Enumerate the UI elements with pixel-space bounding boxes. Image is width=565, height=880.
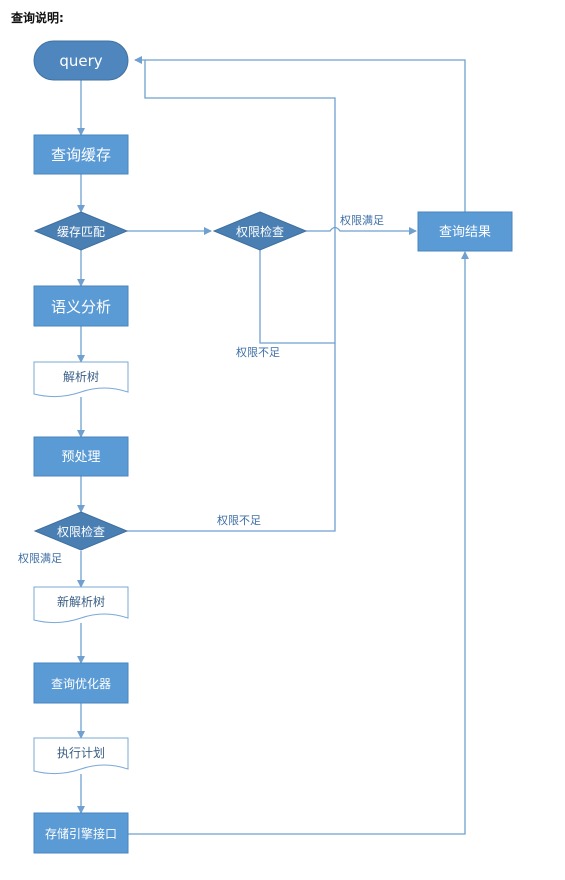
perm-check-2-diamond xyxy=(33,511,129,551)
page-title: 查询说明: xyxy=(11,11,64,25)
edge-result-to-query xyxy=(134,56,466,212)
preprocess-box xyxy=(33,436,129,477)
cache-lookup-label: 查询缓存 xyxy=(51,146,111,164)
query-terminal xyxy=(33,40,129,81)
query-label: query xyxy=(59,52,102,70)
optimizer-label: 查询优化器 xyxy=(51,677,111,691)
storage-api-label: 存储引擎接口 xyxy=(45,826,117,841)
new-parse-tree-label: 新解析树 xyxy=(57,594,105,609)
parse-tree-doc xyxy=(33,361,129,398)
perm-check-1-diamond xyxy=(212,211,308,251)
perm-fail-label-1: 权限不足 xyxy=(236,346,280,359)
perm-ok-label-1: 权限满足 xyxy=(340,214,384,227)
semantic-box xyxy=(33,285,129,327)
exec-plan-label: 执行计划 xyxy=(57,746,105,760)
preprocess-label: 预处理 xyxy=(61,450,100,465)
edge-perm2-fail-loop xyxy=(127,343,336,532)
perm-check-1-label: 权限检查 xyxy=(236,224,284,239)
new-parse-tree-doc xyxy=(33,586,129,624)
exec-plan-doc xyxy=(33,737,129,775)
perm-fail-label-2: 权限不足 xyxy=(217,514,261,527)
perm-check-2-label: 权限检查 xyxy=(57,524,105,539)
cache-match-diamond xyxy=(33,211,129,251)
optimizer-box xyxy=(33,662,129,704)
semantic-label: 语义分析 xyxy=(51,298,111,316)
perm-ok-label-2: 权限满足 xyxy=(18,552,62,565)
parse-tree-label: 解析树 xyxy=(63,369,99,384)
edge-perm-ok-to-result xyxy=(306,226,417,235)
result-box xyxy=(417,211,513,252)
edge-perm-fail-loop xyxy=(144,60,336,344)
result-label: 查询结果 xyxy=(439,225,491,240)
storage-api-box xyxy=(33,812,129,854)
cache-match-label: 缓存匹配 xyxy=(57,225,105,239)
cache-lookup-box xyxy=(33,134,129,175)
edge-storage-to-result xyxy=(128,251,469,835)
